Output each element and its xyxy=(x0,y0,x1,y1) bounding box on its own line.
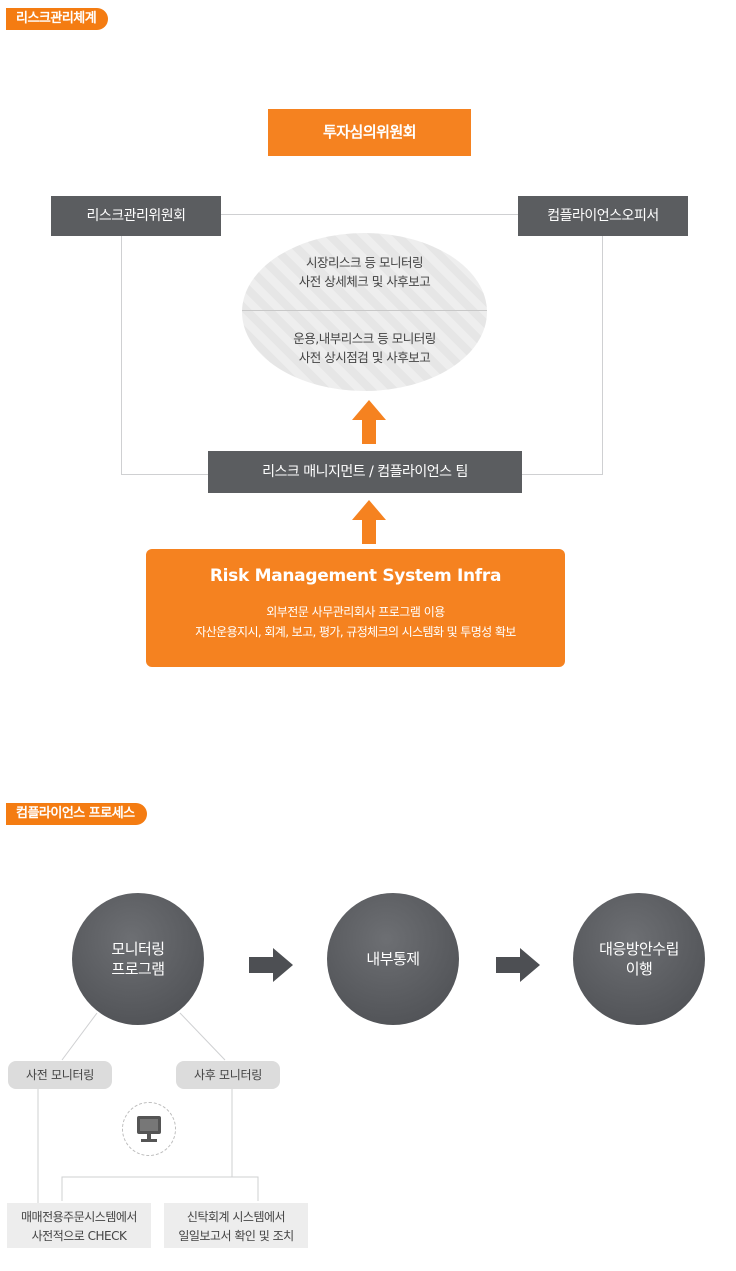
ellipse-lower-line-1: 운용,내부리스크 등 모니터링 xyxy=(293,331,436,346)
arrow-up-icon xyxy=(352,400,386,444)
monitor-icon xyxy=(122,1102,176,1156)
step-2-line-1: 내부통제 xyxy=(366,950,420,968)
step-internal-control: 내부통제 xyxy=(327,893,459,1025)
step-1-line-1: 모니터링 xyxy=(111,940,165,958)
ellipse-upper-text: 시장리스크 등 모니터링 사전 상세체크 및 사후보고 xyxy=(242,253,487,291)
monitoring-ellipse: 시장리스크 등 모니터링 사전 상세체크 및 사후보고 운용,내부리스크 등 모… xyxy=(242,233,487,391)
ellipse-lower-line-2: 사전 상시점검 및 사후보고 xyxy=(298,350,431,365)
pre-monitoring-detail-box: 매매전용주문시스템에서 사전적으로 CHECK xyxy=(7,1203,151,1248)
connector-left-bottom xyxy=(121,474,208,475)
arrow-up-icon xyxy=(352,500,386,544)
ellipse-lower-text: 운용,내부리스크 등 모니터링 사전 상시점검 및 사후보고 xyxy=(242,329,487,367)
section-title-risk: 리스크관리체계 xyxy=(6,8,109,30)
pre-detail-line-1: 매매전용주문시스템에서 xyxy=(21,1210,137,1224)
infra-line-1: 외부전문 사무관리회사 프로그램 이용 xyxy=(266,605,445,619)
connector-top xyxy=(221,214,518,215)
step-monitoring-program: 모니터링 프로그램 xyxy=(72,893,204,1025)
step-response-plan: 대응방안수립 이행 xyxy=(573,893,705,1025)
risk-committee-box: 리스크관리위원회 xyxy=(51,196,221,236)
section-title-compliance: 컴플라이언스 프로세스 xyxy=(6,803,147,825)
post-detail-line-1: 신탁회계 시스템에서 xyxy=(186,1210,286,1224)
step-1-line-2: 프로그램 xyxy=(111,960,165,978)
pre-monitoring-label: 사전 모니터링 xyxy=(8,1061,112,1089)
risk-compliance-team-box: 리스크 매니지먼트 / 컴플라이언스 팀 xyxy=(208,451,522,493)
infra-box: Risk Management System Infra 외부전문 사무관리회사… xyxy=(146,549,565,667)
ellipse-divider xyxy=(242,310,487,311)
ellipse-upper-line-2: 사전 상세체크 및 사후보고 xyxy=(298,274,431,289)
arrow-right-icon xyxy=(249,948,293,982)
connector-left-vertical xyxy=(121,236,122,474)
compliance-officer-box: 컴플라이언스오피서 xyxy=(518,196,688,236)
post-monitoring-label: 사후 모니터링 xyxy=(176,1061,280,1089)
infra-line-2: 자산운용지시, 회계, 보고, 평가, 규정체크의 시스템화 및 투명성 확보 xyxy=(195,625,516,639)
ellipse-upper-line-1: 시장리스크 등 모니터링 xyxy=(306,255,423,270)
connector-right-vertical xyxy=(602,236,603,474)
pre-detail-line-2: 사전적으로 CHECK xyxy=(31,1229,127,1243)
post-monitoring-detail-box: 신탁회계 시스템에서 일일보고서 확인 및 조치 xyxy=(164,1203,308,1248)
investment-committee-box: 투자심의위원회 xyxy=(268,109,471,156)
arrow-right-icon xyxy=(496,948,540,982)
step-3-line-2: 이행 xyxy=(625,960,653,978)
step-3-line-1: 대응방안수립 xyxy=(599,940,679,958)
post-detail-line-2: 일일보고서 확인 및 조치 xyxy=(178,1229,294,1243)
connector-right-bottom xyxy=(522,474,603,475)
infra-title: Risk Management System Infra xyxy=(209,566,502,586)
